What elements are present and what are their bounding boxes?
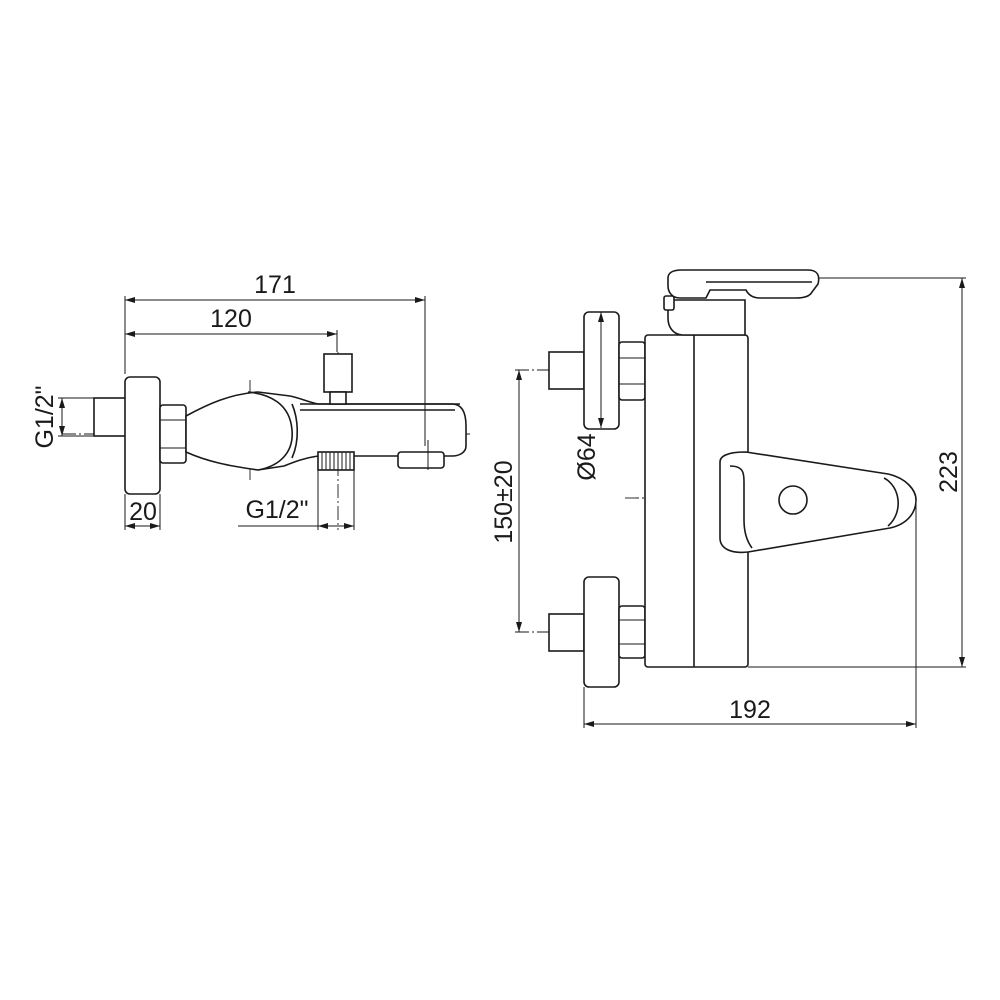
dim-overall-height: 223 [935, 451, 963, 493]
side-inlet-stub [93, 397, 127, 437]
side-diverter-knob [323, 353, 353, 393]
upper-union-nut [618, 341, 646, 401]
dim-inlet-spacing: 150±20 [490, 460, 518, 543]
side-view: 171 120 G1/2" 20 G1/2" [31, 271, 470, 530]
front-handle-indicator [778, 485, 808, 515]
front-view: Ø64 150±20 223 192 [490, 269, 966, 728]
front-handle-lever [719, 451, 917, 554]
lower-union-nut [618, 605, 646, 659]
side-union-nut [159, 404, 187, 464]
side-outlet-connector [317, 451, 355, 471]
dim-inlet-thread: G1/2" [31, 385, 59, 448]
dim-overall-width: 192 [729, 696, 771, 724]
side-wall-flange [124, 376, 161, 495]
dim-handle-distance: 120 [210, 305, 252, 333]
front-diverter-block [667, 299, 746, 336]
lower-wall-flange [583, 576, 620, 688]
side-mixer-body [185, 391, 467, 471]
front-diverter-lever [667, 269, 820, 299]
side-spout-nozzle [397, 451, 445, 469]
side-diverter-stem [329, 391, 347, 405]
dim-flange-depth: 20 [129, 498, 157, 526]
dim-outlet-thread: G1/2" [245, 496, 308, 524]
dim-flange-diameter: Ø64 [573, 433, 601, 480]
dim-overall-length: 171 [254, 271, 296, 299]
lower-inlet-stub [548, 613, 585, 652]
side-handle-shape [247, 391, 293, 471]
upper-inlet-stub [548, 351, 585, 390]
